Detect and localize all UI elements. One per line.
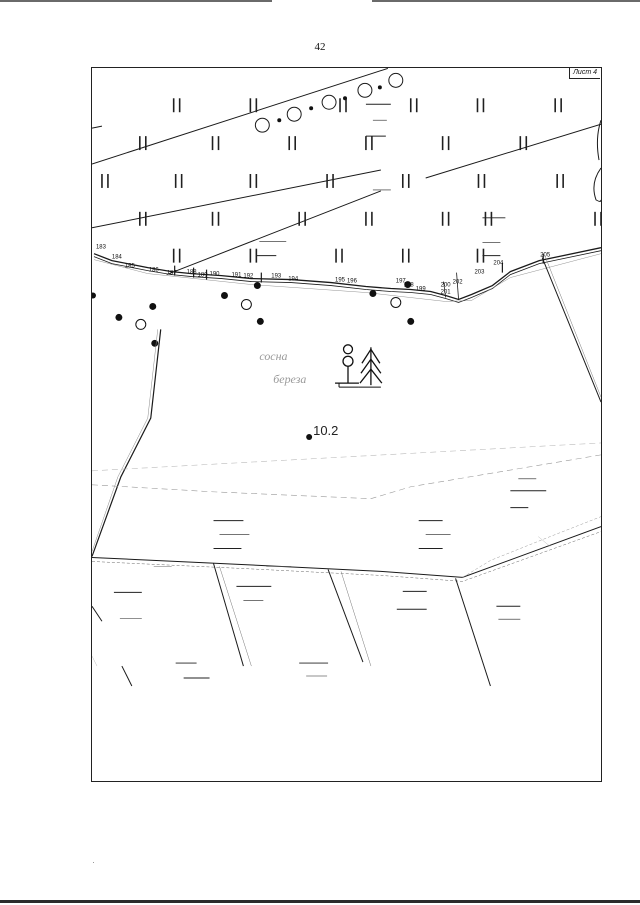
point-label: 186 xyxy=(149,268,160,274)
boundary-ticks xyxy=(174,253,544,283)
meadow-dashes xyxy=(256,103,506,257)
point-label: 201 xyxy=(441,290,452,296)
open-survey-circles-top xyxy=(254,72,404,133)
filled-survey-points xyxy=(92,281,415,347)
open-survey-points xyxy=(135,297,402,330)
point-label: 205 xyxy=(540,253,551,259)
meadow-hatch-symbols xyxy=(101,97,601,264)
point-label: 187 xyxy=(167,271,178,277)
point-label: 203 xyxy=(474,270,485,276)
tree-conifer-icon xyxy=(338,347,383,388)
point-label: 204 xyxy=(493,261,504,267)
point-label: 191 xyxy=(231,273,242,279)
page-number: 42 xyxy=(314,41,326,53)
left-parcel-line-inner xyxy=(92,329,158,552)
elevation-label: 10.2 xyxy=(313,423,338,438)
faint-lines xyxy=(92,536,551,667)
point-label: 188 xyxy=(187,270,198,276)
forest-label-line2: береза xyxy=(273,372,306,386)
elevation-point xyxy=(306,433,313,440)
sheet-label: Лист 4 xyxy=(569,68,600,79)
point-label: 193 xyxy=(271,274,282,280)
point-label: 200 xyxy=(441,283,452,289)
point-label: 195 xyxy=(335,278,346,284)
point-label: 194 xyxy=(288,277,299,283)
tree-deciduous-icon xyxy=(335,344,359,384)
top-rule-right xyxy=(372,0,640,2)
road-line xyxy=(92,516,601,582)
scan-speck xyxy=(93,862,94,863)
point-label: 197 xyxy=(396,279,407,285)
point-label: 196 xyxy=(347,279,358,285)
bottom-rule xyxy=(0,900,640,903)
field-boundaries xyxy=(92,442,601,500)
point-label: 185 xyxy=(125,264,136,270)
meadow-dashes-lower xyxy=(113,478,547,679)
forest-label: сосна береза xyxy=(259,349,306,386)
lower-parcel-lines xyxy=(92,563,491,687)
map-frame: 183 184 185 186 187 188 189 190 191 192 … xyxy=(91,67,602,782)
filled-survey-points-top xyxy=(277,85,382,123)
point-label: 184 xyxy=(112,255,123,261)
point-label: 192 xyxy=(243,274,254,280)
point-label: 199 xyxy=(416,287,427,293)
forest-label-line1: сосна xyxy=(259,349,287,363)
point-label: 190 xyxy=(210,272,221,278)
cadastral-map: 183 184 185 186 187 188 189 190 191 192 … xyxy=(92,68,601,687)
top-rule-left xyxy=(0,0,272,2)
right-edge-features xyxy=(593,120,601,202)
left-parcel-line xyxy=(92,329,162,557)
point-label: 189 xyxy=(198,273,209,279)
point-label: 183 xyxy=(96,245,107,251)
point-label: 202 xyxy=(453,280,464,286)
